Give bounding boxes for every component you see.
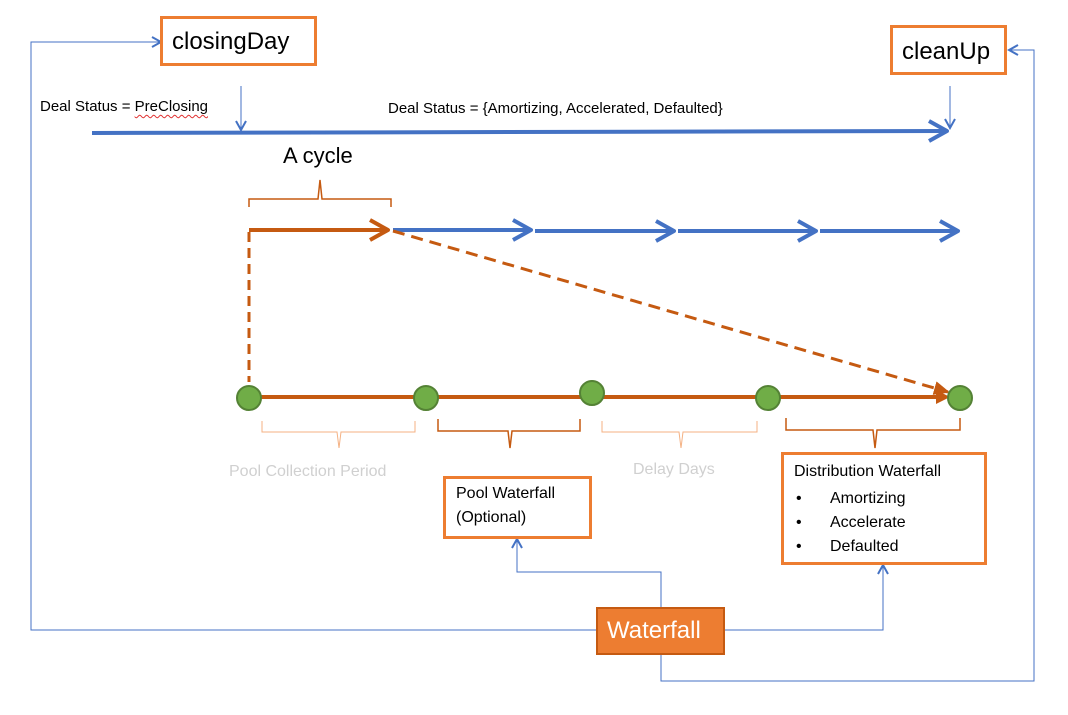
timeline-node xyxy=(579,380,605,406)
distribution-item: Amortizing xyxy=(796,487,906,511)
timeline-node xyxy=(413,385,439,411)
pre-closing-value: PreClosing xyxy=(134,98,209,115)
delay-days-brace xyxy=(601,421,758,449)
clean-up-box: cleanUp xyxy=(890,25,1007,75)
cycle-label: A cycle xyxy=(283,143,353,168)
closing-day-label: closingDay xyxy=(172,28,290,55)
loop-line-closingday xyxy=(30,42,596,631)
timeline-node xyxy=(236,385,262,411)
cycle-brace xyxy=(248,179,392,207)
pool-collection-label: Pool Collection Period xyxy=(229,463,387,480)
waterfall-box: Waterfall xyxy=(596,607,725,655)
waterfall-label: Waterfall xyxy=(607,617,701,644)
pool-waterfall-brace xyxy=(437,419,581,449)
pool-waterfall-box: Pool Waterfall (Optional) xyxy=(443,476,592,539)
distribution-item: Defaulted xyxy=(796,535,906,559)
period-timeline-arrowhead xyxy=(936,390,950,404)
pre-closing-prefix: Deal Status = xyxy=(40,98,135,115)
main-deal-status: Deal Status = {Amortizing, Accelerated, … xyxy=(388,100,723,117)
dashed-diagonal-line xyxy=(392,229,950,395)
distribution-waterfall-title: Distribution Waterfall xyxy=(794,463,942,480)
distribution-waterfall-box: Distribution Waterfall Amortizing Accele… xyxy=(781,452,987,565)
pre-closing-status: Deal Status = PreClosing xyxy=(40,98,208,115)
delay-days-label: Delay Days xyxy=(633,461,715,478)
line-to-pool-waterfall xyxy=(517,540,662,607)
loop-line-cleanup xyxy=(660,50,1035,682)
timeline-node xyxy=(755,385,781,411)
deal-timeline-arrow xyxy=(91,119,949,143)
closing-day-box: closingDay xyxy=(160,16,317,66)
pool-collection-brace xyxy=(261,421,416,449)
timeline-node xyxy=(947,385,973,411)
pool-waterfall-line-1: Pool Waterfall xyxy=(456,485,555,502)
clean-up-label: cleanUp xyxy=(902,38,991,65)
line-to-distribution-waterfall xyxy=(725,566,883,631)
distribution-item: Accelerate xyxy=(796,511,906,535)
distribution-waterfall-list: Amortizing Accelerate Defaulted xyxy=(796,487,906,559)
distribution-brace xyxy=(785,418,961,449)
pool-waterfall-line-2: (Optional) xyxy=(456,509,527,526)
